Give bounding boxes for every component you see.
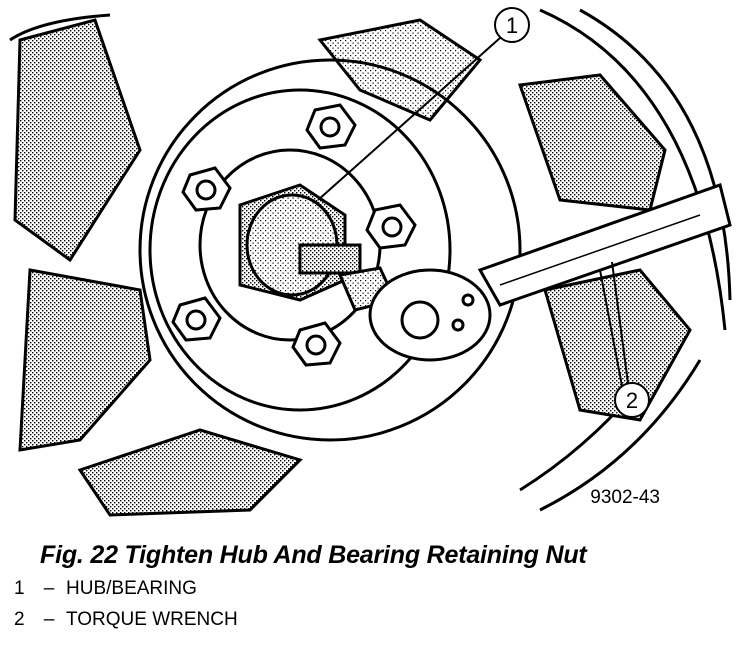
- callout-1: 1: [317, 7, 530, 201]
- figure-caption: Fig. 22 Tighten Hub And Bearing Retainin…: [40, 541, 587, 569]
- legend-item-label: TORQUE WRENCH: [66, 609, 238, 630]
- hub-retaining-nut: [238, 183, 362, 302]
- hub-nut-torque-illustration: 1 2 9302-43: [9, 7, 732, 517]
- wheel-spokes: [13, 18, 692, 517]
- legend-item-number: 1: [14, 578, 25, 599]
- callout-2-circle: [614, 382, 650, 418]
- legend-item-torque-wrench: 2–TORQUE WRENCH: [14, 609, 238, 631]
- callout-2-leader-a: [599, 269, 623, 387]
- legend-item-label: HUB/BEARING: [66, 578, 197, 599]
- figure-code: 9302-43: [590, 487, 660, 508]
- callout-1-circle: [494, 7, 530, 43]
- torque-wrench: [337, 183, 732, 362]
- lug-nuts: [171, 103, 417, 367]
- callout-1-leader: [317, 37, 501, 201]
- callout-2: 2: [599, 261, 650, 418]
- callout-2-leader-b: [611, 261, 629, 384]
- legend-separator: –: [43, 578, 55, 599]
- callout-2-number: 2: [626, 388, 638, 413]
- legend-separator: –: [43, 609, 55, 630]
- legend-item-hub-bearing: 1–HUB/BEARING: [14, 578, 197, 600]
- callout-1-number: 1: [506, 13, 518, 38]
- legend-item-number: 2: [14, 609, 25, 630]
